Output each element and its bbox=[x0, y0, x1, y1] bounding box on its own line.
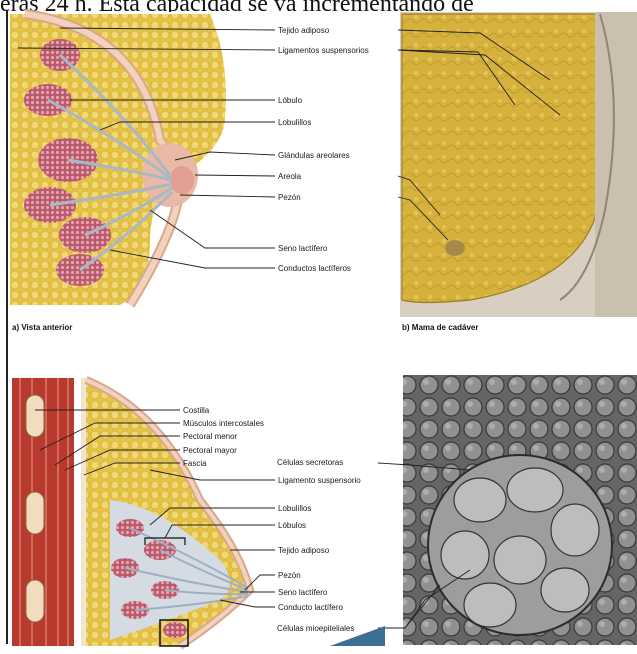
label-pezon-c: Pezón bbox=[278, 571, 301, 580]
label-pezon-a: Pezón bbox=[278, 193, 301, 202]
label-tejido-adiposo-c: Tejido adiposo bbox=[278, 546, 330, 555]
label-fascia: Fascia bbox=[183, 459, 207, 468]
panel-c-illustration: Costilla Músculos intercostales Pectoral… bbox=[8, 375, 361, 646]
label-ligamento-suspensorio: Ligamento suspensorio bbox=[278, 476, 361, 485]
label-pectoral-menor: Pectoral menor bbox=[183, 432, 238, 441]
cadaver-nipple bbox=[445, 240, 465, 256]
label-celulas-mioepiteliales: Células mioepiteliales bbox=[277, 624, 354, 633]
nipple-shape bbox=[170, 166, 194, 194]
label-costilla: Costilla bbox=[183, 406, 210, 415]
caption-panel-a: a) Vista anterior bbox=[12, 323, 72, 332]
label-seno-lactifero-c: Seno lactífero bbox=[278, 588, 328, 597]
label-conductos-lactiferos: Conductos lactíferos bbox=[278, 264, 351, 273]
label-glandulas-areolares: Glándulas areolares bbox=[278, 151, 350, 160]
panel-a-illustration: Tejido adiposo Ligamentos suspensorios L… bbox=[8, 12, 369, 332]
label-lobulillos-a: Lobulillos bbox=[278, 118, 311, 127]
label-ligamentos-suspensorios: Ligamentos suspensorios bbox=[278, 46, 369, 55]
label-musculos-intercostales: Músculos intercostales bbox=[183, 419, 264, 428]
ribs bbox=[26, 395, 44, 622]
label-celulas-secretoras: Células secretoras bbox=[277, 458, 343, 467]
caption-panel-b: b) Mama de cadáver bbox=[402, 323, 478, 332]
label-areola: Areola bbox=[278, 172, 302, 181]
label-pectoral-mayor: Pectoral mayor bbox=[183, 446, 237, 455]
label-lobulos: Lóbulos bbox=[278, 521, 306, 530]
label-tejido-adiposo-a: Tejido adiposo bbox=[278, 26, 330, 35]
label-conducto-lactifero: Conducto lactífero bbox=[278, 603, 343, 612]
panel-a-labels: Tejido adiposo Ligamentos suspensorios L… bbox=[278, 26, 369, 273]
label-lobulo: Lóbulo bbox=[278, 96, 303, 105]
panel-b-photo: b) Mama de cadáver bbox=[398, 12, 637, 332]
label-seno-lactifero-a: Seno lactífero bbox=[278, 244, 328, 253]
label-lobulillos-c: Lobulillos bbox=[278, 504, 311, 513]
